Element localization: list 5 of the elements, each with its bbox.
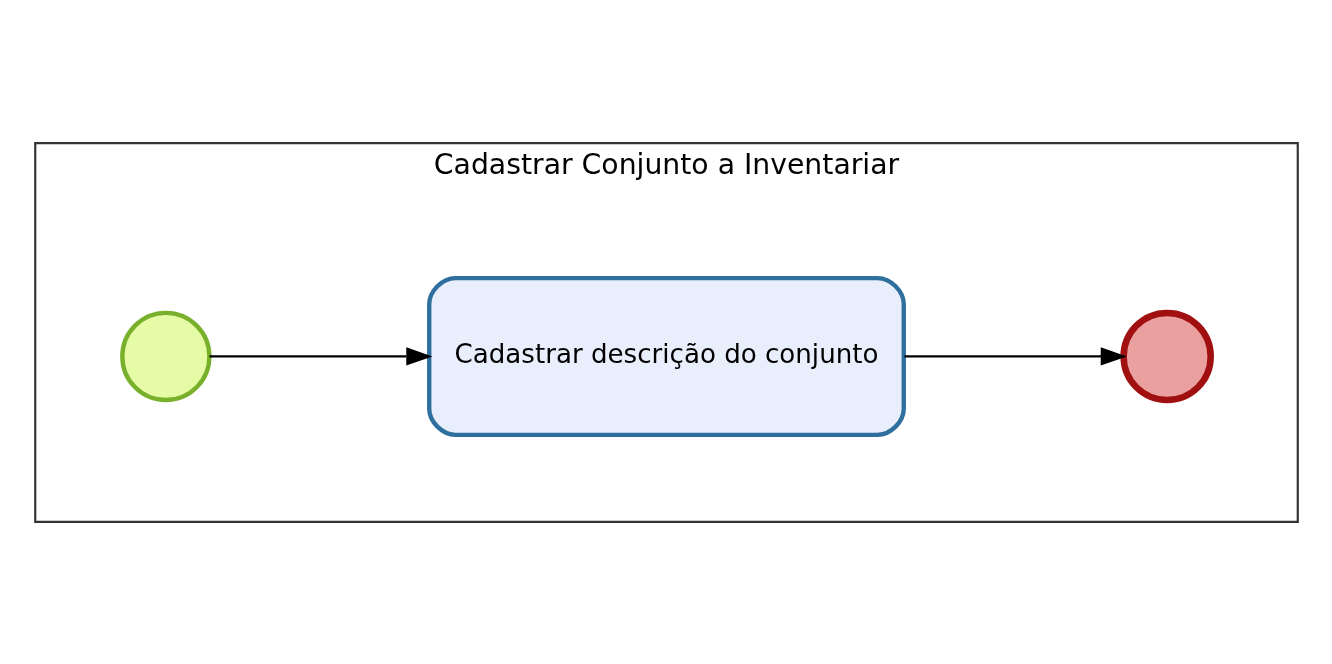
arrow bbox=[903, 346, 1127, 366]
node-box: Cadastrar descrição do conjunto bbox=[426, 275, 906, 437]
arrow bbox=[209, 346, 432, 366]
node-circle bbox=[1119, 309, 1214, 403]
node-circle bbox=[119, 310, 212, 402]
